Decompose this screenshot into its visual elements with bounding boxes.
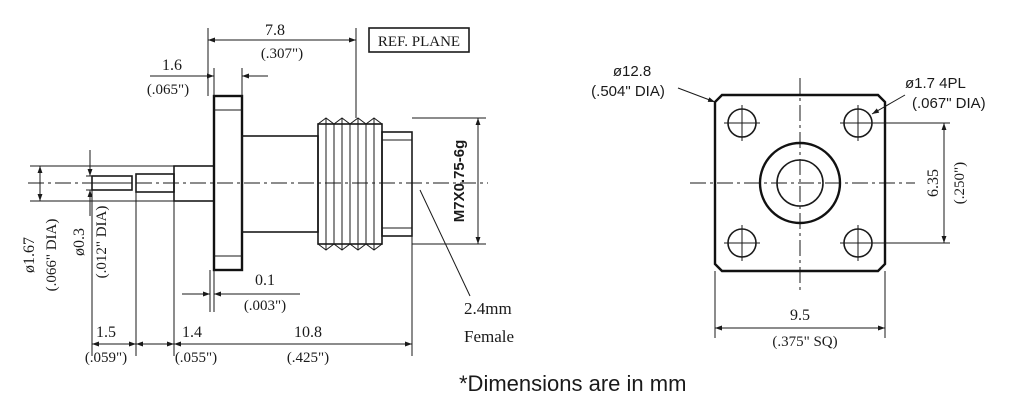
dim-outer-dia-mm: ø1.67 [21, 237, 38, 273]
dim-pin-dia-mm: ø0.3 [71, 228, 88, 256]
dim-flange-inch: (.065") [147, 82, 189, 98]
thread-section [317, 117, 383, 251]
front-lip [381, 131, 413, 237]
dim-insulator-mm: 1.4 [182, 324, 202, 341]
dim-body-inch: (.425") [287, 350, 329, 366]
dim-gap-inch: (.003") [244, 298, 286, 314]
thread-spec: M7X0.75-6g [451, 140, 468, 223]
dim-flange-size-inch: (.375" SQ) [772, 334, 837, 350]
dim-flange-dia-mm: ø12.8 [613, 63, 651, 80]
flange-square [713, 93, 887, 273]
footnote: *Dimensions are in mm [459, 371, 686, 396]
ref-plane-box [368, 27, 470, 53]
dim-overall-inch: (.307") [261, 46, 303, 62]
body-cylinder [241, 135, 319, 233]
dim-hole-dia-inch: (.067" DIA) [912, 95, 986, 112]
connector-leader [419, 189, 471, 297]
dim-flange-size-mm: 9.5 [790, 307, 810, 324]
mounting-holes [724, 105, 876, 261]
dim-pin-length-inch: (.059") [85, 350, 127, 366]
dim-pin-dia-inch: (.012" DIA) [94, 206, 110, 279]
dim-flange-dia-inch: (.504" DIA) [591, 83, 665, 100]
dim-overall-mm: 7.8 [265, 22, 285, 39]
dim-pin-length-mm: 1.5 [96, 324, 116, 341]
dim-hole-dia-mm: ø1.7 4PL [905, 75, 966, 92]
front-view: ø12.8 (.504" DIA) ø1.7 4PL (.067" DIA) 6… [591, 63, 986, 350]
center-outer-ring [758, 141, 842, 225]
dim-body-mm: 10.8 [294, 324, 322, 341]
dim-hole-spacing-inch: (.250") [952, 162, 968, 204]
side-view: 7.8 (.307") REF. PLANE 1.6 (.065") M7X0.… [21, 22, 514, 366]
connector-gender: Female [464, 327, 514, 346]
dim-outer-dia-inch: (.066" DIA) [44, 219, 60, 292]
dim-flange-mm: 1.6 [162, 57, 182, 74]
dim-insulator-inch: (.055") [175, 350, 217, 366]
dim-hole-spacing-mm: 6.35 [925, 169, 942, 197]
connector-size: 2.4mm [464, 299, 512, 318]
dim-gap-mm: 0.1 [255, 272, 275, 289]
center-pin [91, 173, 175, 193]
ref-plane-label: REF. PLANE [378, 34, 460, 50]
center-contact [776, 159, 824, 207]
